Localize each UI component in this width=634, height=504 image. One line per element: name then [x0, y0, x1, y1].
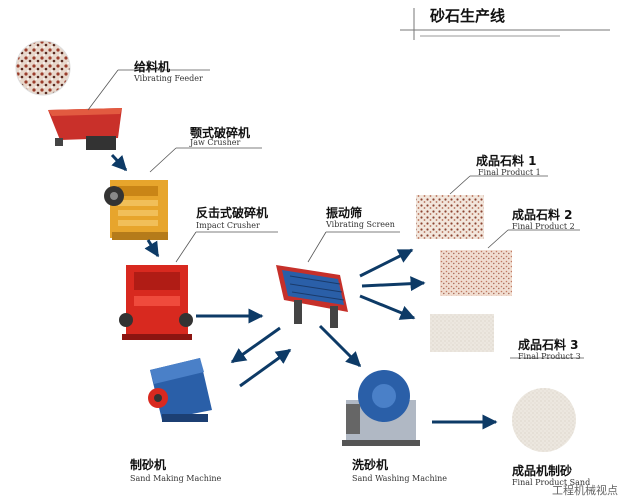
screen-label-cn: 振动筛 — [326, 206, 363, 220]
final-product-sand-image — [512, 388, 576, 452]
arrow-screen-to-product1 — [359, 248, 414, 278]
jaw-label-en: Jaw Crusher — [190, 138, 241, 147]
product-sand-label-en: Final Product Sand — [512, 478, 591, 487]
product-2-label-en: Final Product 2 — [512, 222, 575, 231]
product-3-label-cn: 成品石料 3 — [518, 338, 579, 352]
product-3-label-en: Final Product 3 — [518, 352, 581, 361]
impact-crusher-machine — [119, 265, 193, 340]
feeder-label-en: Vibrating Feeder — [134, 74, 203, 83]
sandmaker-label-en: Sand Making Machine — [130, 474, 222, 483]
arrow-screen-to-product3 — [359, 294, 416, 320]
final-product-1-image — [416, 195, 484, 239]
screen-label-en: Vibrating Screen — [326, 220, 395, 229]
final-product-3-image — [430, 314, 494, 352]
feeder-label-cn: 给料机 — [134, 60, 171, 74]
raw-stone-image — [15, 40, 71, 96]
product-sand-label-cn: 成品机制砂 — [512, 464, 573, 478]
vibrating-screen-machine — [276, 265, 348, 328]
impact-label-en: Impact Crusher — [196, 221, 260, 230]
final-product-2-image — [440, 250, 512, 296]
sandmaker-label-cn: 制砂机 — [130, 458, 167, 472]
sand-washing-machine — [342, 370, 420, 446]
arrow-screen-to-washer — [318, 324, 362, 368]
washer-label-en: Sand Washing Machine — [352, 474, 448, 483]
impact-label-cn: 反击式破碎机 — [196, 206, 269, 220]
arrow-feeder-to-jaw — [110, 153, 128, 172]
jaw-label-cn: 颚式破碎机 — [190, 126, 251, 140]
vibrating-feeder-machine — [48, 108, 122, 150]
jaw-crusher-machine — [104, 180, 168, 240]
watermark: 工程机械视点 — [552, 484, 618, 497]
product-1-label-cn: 成品石料 1 — [476, 154, 537, 168]
sand-making-machine — [148, 358, 212, 422]
arrow-jaw-to-impact — [144, 239, 160, 258]
arrow-sandmaker-to-screen — [239, 348, 292, 388]
page-title: 砂石生产线 — [430, 7, 506, 25]
arrow-screen-to-product2 — [361, 276, 426, 292]
product-2-label-cn: 成品石料 2 — [512, 208, 573, 222]
product-1-label-en: Final Product 1 — [478, 168, 541, 177]
arrow-screen-to-sandmaker — [230, 326, 281, 364]
washer-label-cn: 洗砂机 — [352, 458, 389, 472]
